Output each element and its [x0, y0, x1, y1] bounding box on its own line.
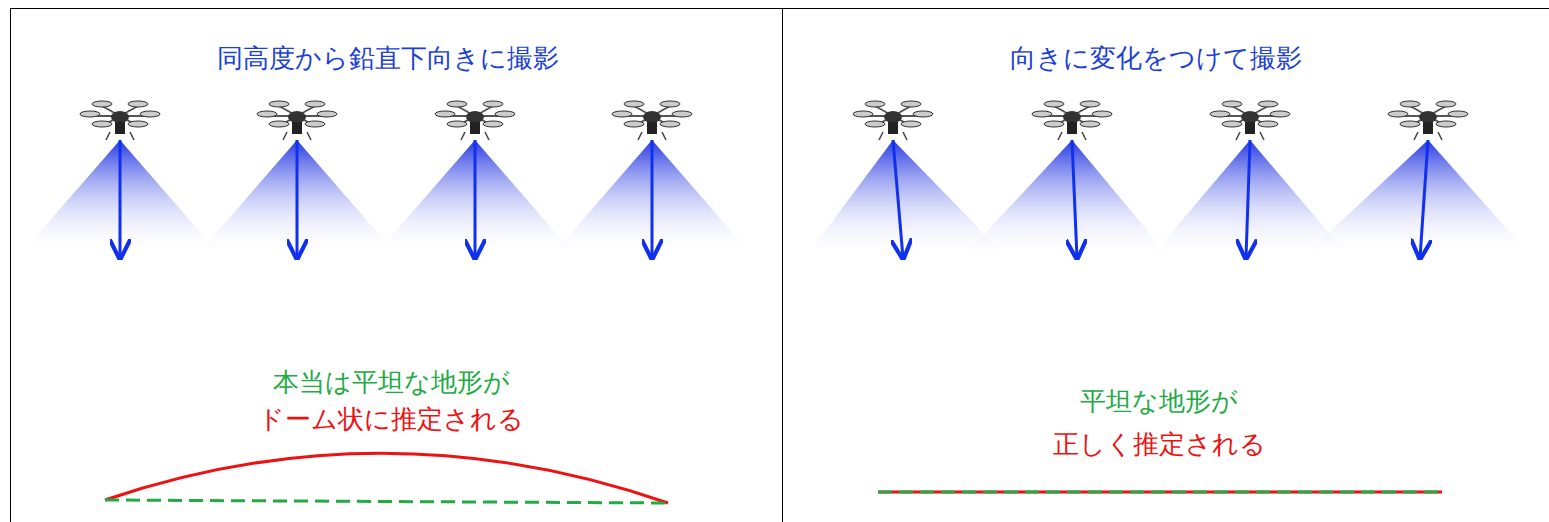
terrain-note: ドーム状に推定される: [258, 404, 524, 435]
estimated-flat-terrain: [878, 491, 1442, 494]
panel: 同高度から鉛直下向きに撮影本当は平坦な地形がドーム状に推定される: [10, 8, 783, 522]
panel-title: 同高度から鉛直下向きに撮影: [217, 43, 559, 74]
panel-title: 向きに変化をつけて撮影: [1010, 43, 1302, 74]
terrain-note: 平坦な地形が: [1080, 386, 1238, 417]
estimated-dome-terrain: [105, 453, 668, 503]
terrain-note: 正しく推定される: [1053, 429, 1266, 460]
camera-cones-left: [20, 140, 752, 255]
view-arrows-left: [120, 140, 652, 258]
view-arrows-right: [893, 140, 1428, 258]
true-flat-terrain: [878, 491, 1442, 494]
true-flat-terrain: [105, 500, 668, 503]
drones-left: [80, 101, 692, 140]
panel: 向きに変化をつけて撮影平坦な地形が正しく推定される: [782, 8, 1549, 522]
drones-right: [853, 101, 1468, 140]
camera-cones-right: [805, 140, 1530, 258]
terrain-note: 本当は平坦な地形が: [273, 367, 510, 398]
